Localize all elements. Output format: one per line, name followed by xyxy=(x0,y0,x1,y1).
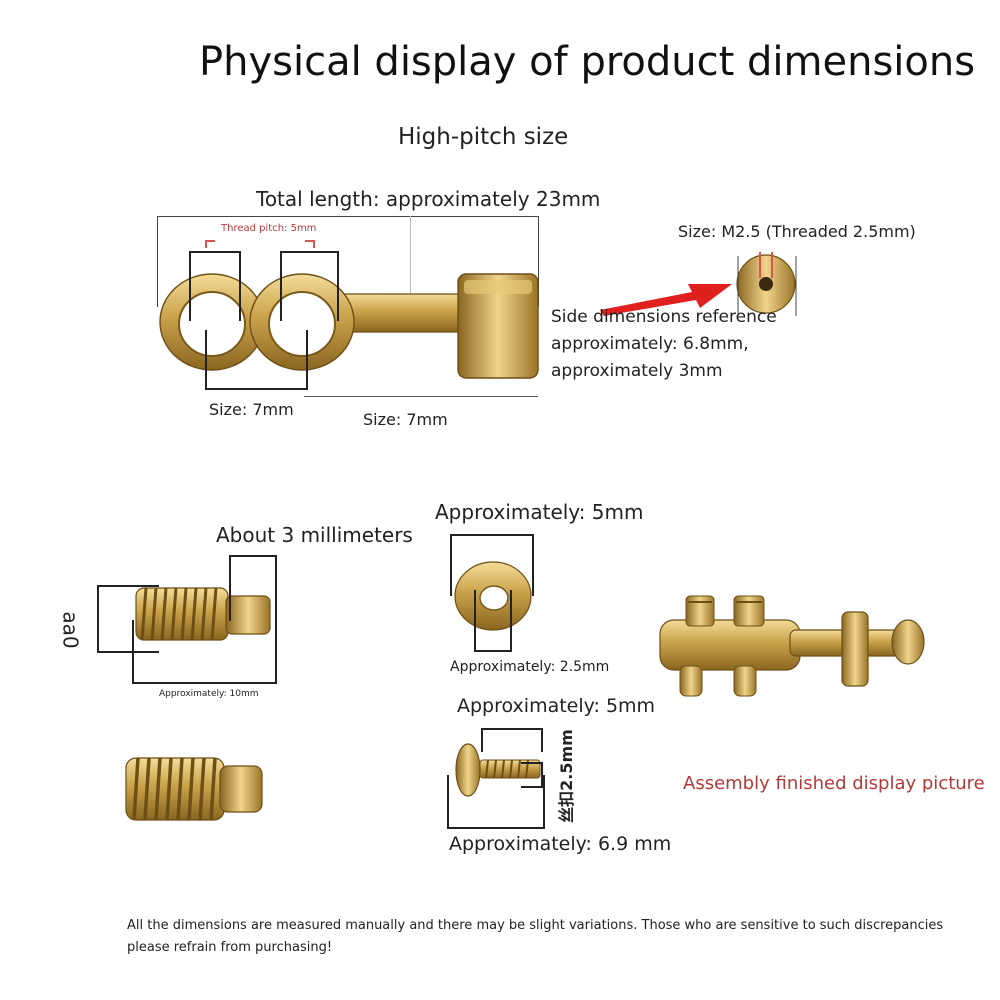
bolt-head-label: Approximately: 6.9 mm xyxy=(449,833,672,855)
total-length-label: Total length: approximately 23mm xyxy=(256,187,601,211)
side-ref-line1: Side dimensions reference xyxy=(551,307,777,327)
side-size-label: Size: M2.5 (Threaded 2.5mm) xyxy=(678,222,916,241)
bolt-length-label: Approximately: 5mm xyxy=(457,695,656,717)
total-length-right-tick xyxy=(410,216,411,306)
assembly-label: Assembly finished display picture xyxy=(683,773,985,794)
thread-pitch-label: Thread pitch: 5mm xyxy=(221,223,317,234)
set-screw-image xyxy=(135,587,271,641)
screw-length-label: Approximately: 10mm xyxy=(159,689,259,699)
ring-size-bracket xyxy=(205,330,308,390)
bolt-thread-bracket xyxy=(481,728,543,752)
screw-rotated-label: aa0 xyxy=(58,611,83,649)
washer-inner-label: Approximately: 2.5mm xyxy=(450,659,610,675)
washer-inner-bracket xyxy=(474,590,512,652)
bolt-head-bracket xyxy=(447,775,545,829)
shaft-size-label: Size: 7mm xyxy=(363,410,448,429)
red-arrow-icon xyxy=(600,284,732,316)
side-ref-line3: approximately 3mm xyxy=(551,361,723,381)
washer-outer-bracket xyxy=(450,534,534,596)
assembly-image xyxy=(659,595,925,697)
side-view-image xyxy=(736,252,797,316)
disclaimer-line1: All the dimensions are measured manually… xyxy=(127,918,944,933)
screw-label: About 3 millimeters xyxy=(216,523,413,547)
screw-height-bracket xyxy=(97,585,159,653)
set-screw-2-image xyxy=(125,757,263,821)
side-ref-line2: approximately: 6.8mm, xyxy=(551,334,749,354)
bolt-thread-label: 丝扣2.5mm xyxy=(556,729,576,823)
ring2-top-bracket xyxy=(280,251,339,321)
screw-tip-bracket xyxy=(229,555,277,621)
page-subtitle: High-pitch size xyxy=(398,124,569,150)
ring-size-label: Size: 7mm xyxy=(209,400,294,419)
double-ring-pin-image xyxy=(159,273,539,379)
washer-outer-label: Approximately: 5mm xyxy=(435,500,644,524)
shaft-size-bracket xyxy=(304,396,538,397)
disclaimer-line2: please refrain from purchasing! xyxy=(127,940,333,955)
pitch-tick-left xyxy=(205,240,215,248)
bolt-image xyxy=(455,743,541,797)
bolt-side-bracket xyxy=(521,762,543,788)
total-length-bracket xyxy=(157,216,539,307)
pitch-tick-right xyxy=(305,240,315,248)
page-title: Physical display of product dimensions xyxy=(199,39,976,85)
ring1-top-bracket xyxy=(189,251,241,321)
screw-length-bracket xyxy=(132,620,277,684)
